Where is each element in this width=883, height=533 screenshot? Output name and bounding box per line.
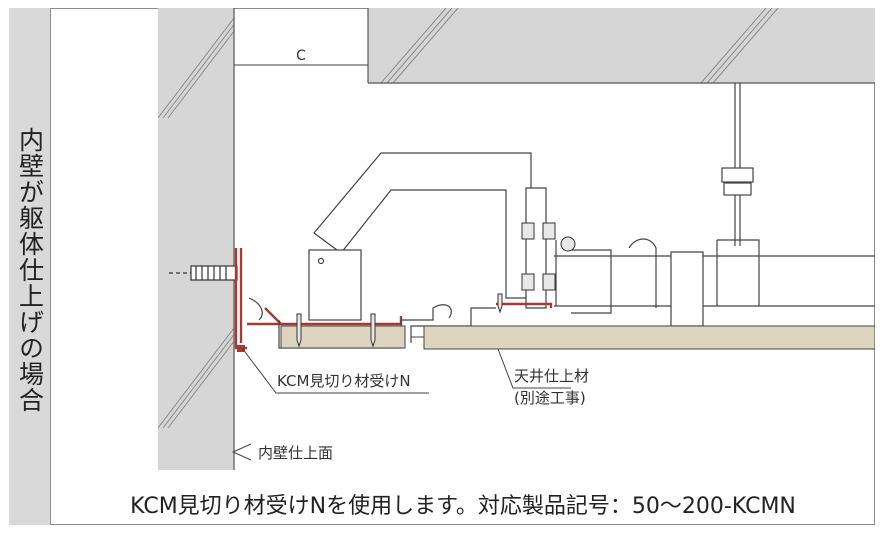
callout-leaders: [231, 347, 571, 461]
anchor-screw: [169, 265, 238, 281]
ceiling-note-label: (別途工事): [514, 389, 586, 407]
red-receiver-profile: [234, 248, 553, 352]
bracket-bolts: [521, 222, 576, 291]
ceiling-slab: [367, 8, 875, 84]
receiver-bracket: [308, 152, 547, 321]
receiver-label: KCM見切り材受けN: [277, 372, 411, 390]
figure-frame: [9, 8, 875, 525]
concrete-wall: [158, 8, 235, 470]
hanger-bolt: [721, 83, 754, 246]
dimension-label: C: [296, 48, 306, 64]
wall-surface-label: 内壁仕上面: [258, 444, 333, 462]
ceiling-material-label: 天井仕上材: [514, 367, 589, 385]
side-band: [9, 8, 51, 525]
board-screws: [296, 293, 503, 348]
ceiling-board: [280, 325, 876, 350]
side-label: 内壁が躯体仕上げの場合: [15, 127, 45, 413]
section-diagram: C: [51, 8, 876, 486]
ceiling-runner: [554, 238, 875, 327]
caption: KCM見切り材受けNを使用します。対応製品記号：50〜200-KCMN: [130, 494, 796, 519]
